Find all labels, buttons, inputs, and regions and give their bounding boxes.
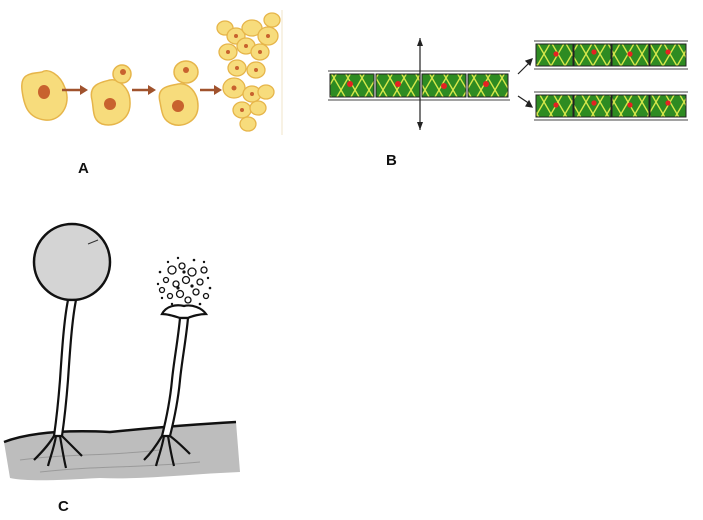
colony-nuclei <box>226 34 270 112</box>
panel-label-b: B <box>386 152 397 169</box>
yeast-cell-2 <box>90 64 132 126</box>
yeast-cell-3 <box>158 60 199 126</box>
sporangium-bursting <box>143 256 212 467</box>
rhizoids <box>143 435 191 467</box>
rhizoids <box>33 435 83 469</box>
spore-dots <box>156 256 212 306</box>
filament-fragment-2 <box>534 91 688 121</box>
arrow-1 <box>62 85 88 95</box>
spore-cloud <box>158 262 210 304</box>
panel-label-c: C <box>58 498 69 515</box>
budding-diagram <box>21 10 283 135</box>
arrow-2 <box>132 85 156 95</box>
yeast-colony <box>216 12 281 132</box>
panel-a-budding <box>10 10 295 150</box>
nucleus-icon <box>183 67 189 73</box>
sporangiophore <box>160 316 190 438</box>
break-arrow <box>417 38 423 130</box>
sporangiophore <box>52 298 78 438</box>
nucleus-icon <box>172 100 184 112</box>
nucleus-icon <box>38 85 50 99</box>
fragmentation-diagram <box>328 38 688 130</box>
filament-fragment-1 <box>534 40 688 70</box>
sporangia-diagram <box>3 222 240 481</box>
filament-main <box>328 70 510 101</box>
columella <box>160 304 209 320</box>
nucleus-icon <box>104 98 116 110</box>
panel-b-fragmentation <box>320 30 700 140</box>
nucleus-icon <box>120 69 126 75</box>
arrow-3 <box>200 85 222 95</box>
panel-label-a: A <box>78 160 89 177</box>
yeast-cell-1 <box>21 70 68 121</box>
panel-c-sporangia <box>0 210 300 490</box>
diverging-arrows <box>517 58 534 108</box>
sporangium-intact <box>32 222 112 469</box>
